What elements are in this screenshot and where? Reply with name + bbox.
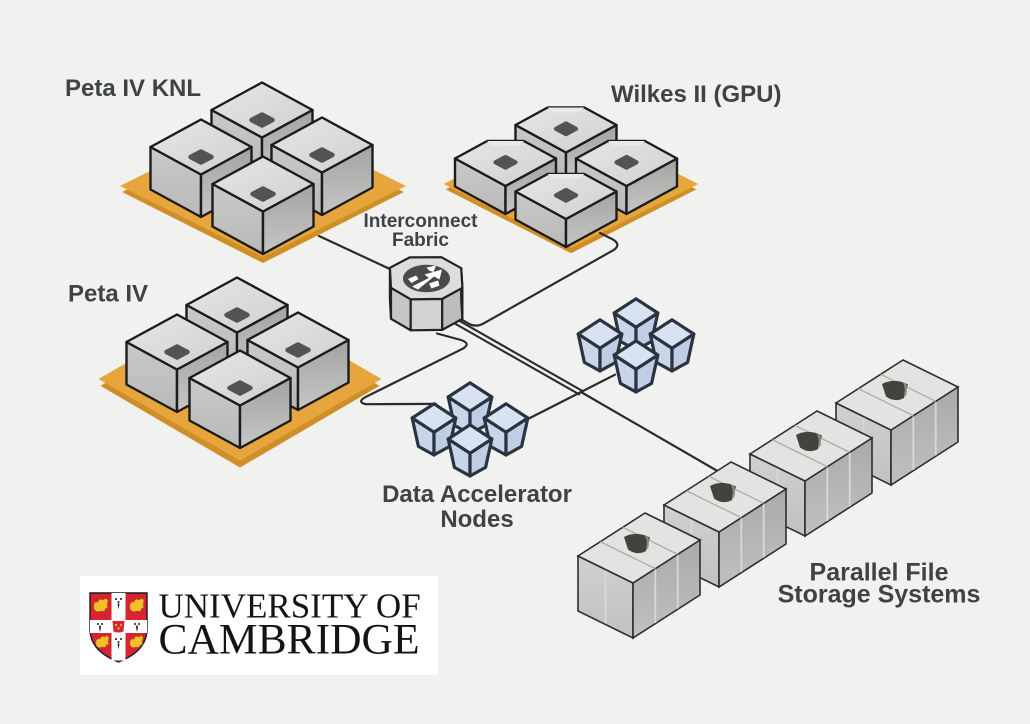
- svg-text:UNIVERSITY OF: UNIVERSITY OF: [159, 587, 421, 626]
- svg-text:Storage Systems: Storage Systems: [778, 581, 981, 609]
- svg-text:Peta IV: Peta IV: [68, 281, 148, 308]
- svg-text:Parallel File: Parallel File: [810, 559, 949, 587]
- svg-text:Nodes: Nodes: [440, 506, 513, 533]
- svg-text:Data Accelerator: Data Accelerator: [382, 481, 572, 508]
- svg-text:Interconnect: Interconnect: [363, 211, 478, 232]
- svg-text:CAMBRIDGE: CAMBRIDGE: [159, 616, 420, 664]
- svg-text:Wilkes II (GPU): Wilkes II (GPU): [611, 81, 781, 108]
- svg-text:Fabric: Fabric: [392, 230, 449, 251]
- svg-text:Peta IV KNL: Peta IV KNL: [65, 75, 201, 102]
